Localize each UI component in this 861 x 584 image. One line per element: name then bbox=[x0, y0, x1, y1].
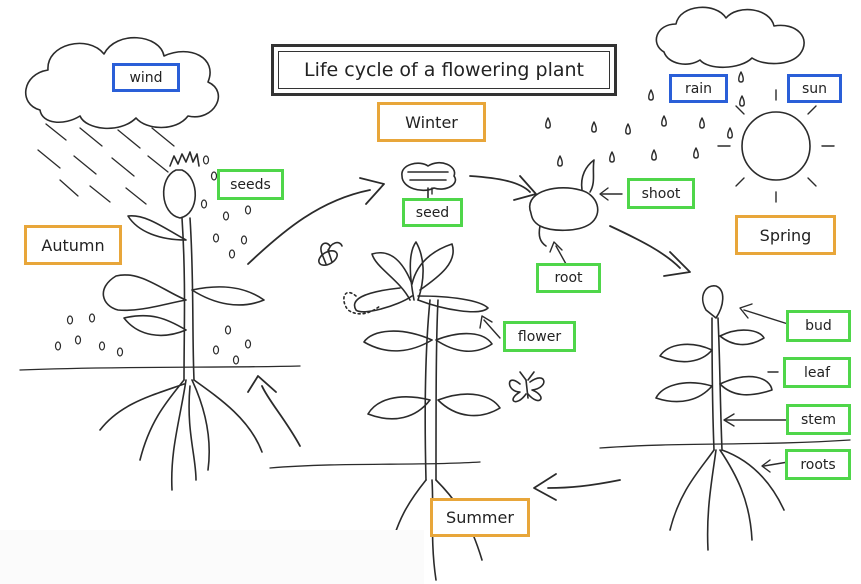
wind-lines bbox=[37, 123, 175, 205]
weather-label-wind: wind bbox=[112, 63, 180, 92]
pointer-arrows bbox=[431, 187, 789, 473]
weather-label-sun: sun bbox=[787, 74, 842, 103]
germinating-seed-drawing bbox=[529, 159, 599, 247]
season-label-autumn: Autumn bbox=[24, 225, 122, 265]
part-label-seed: seed bbox=[402, 198, 463, 227]
sun-icon bbox=[717, 89, 835, 203]
bee-icon bbox=[318, 241, 343, 267]
winter-seed-drawing bbox=[401, 161, 457, 201]
diagram-title: Life cycle of a flowering plant bbox=[278, 51, 610, 89]
part-label-roots: roots bbox=[785, 449, 851, 480]
part-label-seeds: seeds bbox=[217, 169, 284, 200]
season-label-summer: Summer bbox=[430, 498, 530, 537]
butterfly-icon bbox=[508, 371, 545, 403]
part-label-root: root bbox=[536, 263, 601, 293]
part-label-shoot: shoot bbox=[627, 178, 695, 209]
part-label-flower: flower bbox=[503, 321, 576, 352]
autumn-plant-drawing bbox=[99, 151, 265, 491]
season-label-winter: Winter bbox=[377, 102, 486, 142]
rain-cloud-icon bbox=[655, 6, 805, 69]
season-label-spring: Spring bbox=[735, 215, 836, 255]
cycle-arrows bbox=[247, 175, 691, 501]
wind-cloud-icon bbox=[24, 36, 220, 130]
spring-plant-drawing bbox=[655, 285, 785, 551]
weather-label-rain: rain bbox=[669, 74, 728, 103]
part-label-stem: stem bbox=[786, 404, 851, 435]
part-label-leaf: leaf bbox=[783, 357, 851, 388]
part-label-bud: bud bbox=[786, 310, 851, 342]
raindrops bbox=[545, 71, 745, 167]
blank-area bbox=[0, 530, 424, 584]
summer-plant-drawing bbox=[343, 241, 501, 581]
diagram-title-frame: Life cycle of a flowering plant bbox=[271, 44, 617, 96]
scattered-seeds bbox=[54, 155, 252, 365]
